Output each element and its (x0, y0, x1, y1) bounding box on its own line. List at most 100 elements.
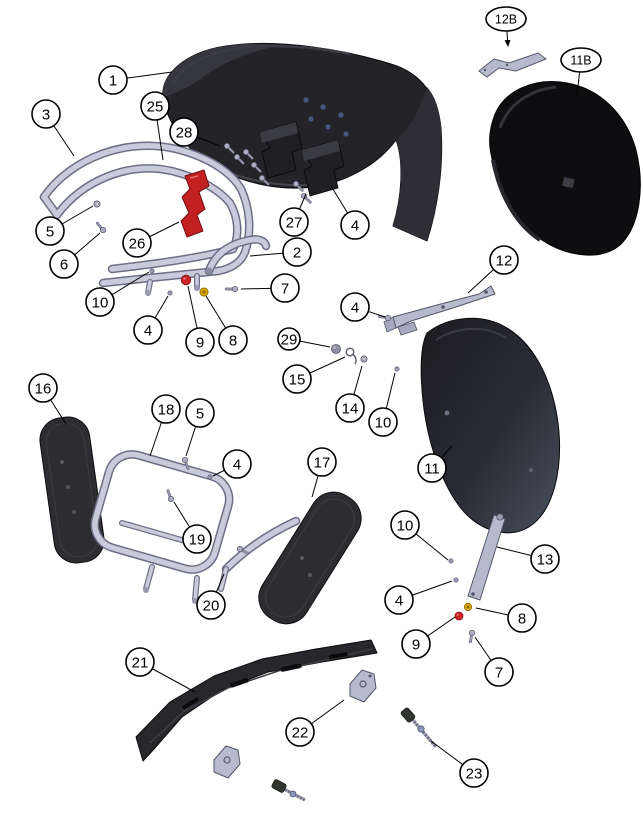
bracket-part-22-left (213, 745, 241, 779)
callout-9[interactable]: 9 (185, 285, 215, 357)
callout-20[interactable]: 20 (196, 573, 226, 620)
callout-1[interactable]: 1 (98, 65, 173, 95)
callout-bubble[interactable] (185, 398, 215, 428)
callout-label: 11B (570, 54, 591, 68)
callout-bubble[interactable] (185, 327, 215, 357)
callout-23[interactable]: 23 (430, 740, 489, 788)
callout-bubble[interactable] (390, 510, 420, 540)
callout-29[interactable]: 29 (277, 327, 331, 351)
support-tube-part-2 (204, 235, 271, 276)
callout-15[interactable]: 15 (282, 356, 346, 394)
callout-7[interactable]: 7 (474, 636, 514, 687)
callout-11B[interactable]: 11B (560, 47, 602, 96)
callout-5[interactable]: 5 (185, 398, 215, 457)
callout-bubble[interactable] (140, 91, 170, 121)
callout-18[interactable]: 18 (149, 394, 181, 457)
callout-19[interactable]: 19 (173, 501, 212, 554)
callout-bubble[interactable] (307, 447, 337, 477)
callout-21[interactable]: 21 (125, 647, 196, 693)
front-fender-part-11 (420, 317, 561, 534)
callout-label: 8 (229, 332, 237, 349)
callout-bubble[interactable] (133, 315, 163, 345)
callout-label: 15 (289, 371, 306, 388)
callout-3[interactable]: 3 (31, 99, 75, 157)
callout-9[interactable]: 9 (401, 616, 456, 659)
callout-7[interactable]: 7 (240, 273, 300, 303)
callout-26[interactable]: 26 (122, 221, 180, 258)
callout-bubble[interactable] (384, 585, 414, 615)
callout-bubble[interactable] (169, 117, 199, 147)
callout-label: 10 (375, 414, 392, 431)
callout-label: 22 (292, 724, 309, 741)
callout-4[interactable]: 4 (384, 580, 453, 615)
callout-bubble[interactable] (277, 327, 301, 351)
callout-bubble[interactable] (335, 393, 365, 423)
callout-label: 5 (196, 405, 204, 422)
callout-bubble[interactable] (285, 717, 315, 747)
callout-bubble[interactable] (49, 249, 79, 279)
callout-13[interactable]: 13 (496, 544, 560, 574)
callout-label: 18 (158, 401, 175, 418)
callout-4[interactable]: 4 (212, 449, 252, 479)
callout-10[interactable]: 10 (85, 271, 150, 317)
callout-bubble[interactable] (459, 758, 489, 788)
callout-bubble[interactable] (368, 407, 398, 437)
callout-12[interactable]: 12 (467, 245, 519, 294)
callout-label: 16 (35, 380, 52, 397)
callout-bubble[interactable] (401, 629, 431, 659)
callout-bubble[interactable] (484, 657, 514, 687)
callout-bubble[interactable] (282, 364, 312, 394)
callout-label: 17 (314, 454, 331, 471)
callout-bubble[interactable] (489, 245, 519, 275)
callout-label: 6 (60, 256, 68, 273)
callout-25[interactable]: 25 (140, 91, 170, 161)
callout-27[interactable]: 27 (279, 193, 309, 237)
callout-bubble[interactable] (282, 237, 312, 267)
callout-16[interactable]: 16 (28, 373, 67, 425)
callout-2[interactable]: 2 (249, 237, 312, 267)
callout-bubble[interactable] (28, 373, 58, 403)
callout-8[interactable]: 8 (205, 295, 248, 355)
callout-11[interactable]: 11 (417, 445, 453, 483)
callout-bubble[interactable] (125, 647, 155, 677)
mounting-bracket-part-27 (259, 121, 303, 179)
callout-bubble[interactable] (196, 590, 226, 620)
callout-bubble[interactable] (560, 47, 602, 73)
callout-bubble[interactable] (85, 287, 115, 317)
washer-icon (93, 200, 101, 208)
callout-8[interactable]: 8 (475, 603, 537, 633)
callout-bubble[interactable] (507, 603, 537, 633)
callout-bubble[interactable] (35, 216, 65, 246)
callout-bubble[interactable] (417, 453, 447, 483)
red-bracket-part-26 (180, 169, 210, 238)
fender-lip-highlight (162, 43, 280, 98)
callout-bubble[interactable] (279, 207, 309, 237)
callout-17[interactable]: 17 (307, 447, 337, 498)
callout-bubble[interactable] (98, 65, 128, 95)
callout-bubble[interactable] (182, 524, 212, 554)
callout-bubble[interactable] (340, 210, 370, 240)
callout-4[interactable]: 4 (340, 292, 386, 322)
callout-22[interactable]: 22 (285, 699, 345, 747)
callout-bubble[interactable] (270, 273, 300, 303)
callout-bubble[interactable] (31, 99, 61, 129)
callout-28[interactable]: 28 (169, 117, 221, 147)
callout-label: 12B (495, 13, 517, 27)
callout-bubble[interactable] (151, 394, 181, 424)
callout-bubble[interactable] (218, 325, 248, 355)
callout-5[interactable]: 5 (35, 205, 94, 246)
callout-4[interactable]: 4 (133, 295, 169, 345)
callout-bubble[interactable] (340, 292, 370, 322)
callout-bubble[interactable] (530, 544, 560, 574)
callout-4[interactable]: 4 (330, 185, 370, 240)
callout-14[interactable]: 14 (335, 365, 365, 423)
callout-label: 29 (281, 331, 298, 348)
callout-bubble[interactable] (222, 449, 252, 479)
callout-bubble[interactable] (485, 6, 527, 32)
callout-6[interactable]: 6 (49, 232, 101, 279)
callout-10[interactable]: 10 (368, 372, 398, 437)
callout-12B[interactable]: 12B (485, 6, 527, 47)
callout-bubble[interactable] (122, 228, 152, 258)
callout-10[interactable]: 10 (390, 510, 449, 561)
